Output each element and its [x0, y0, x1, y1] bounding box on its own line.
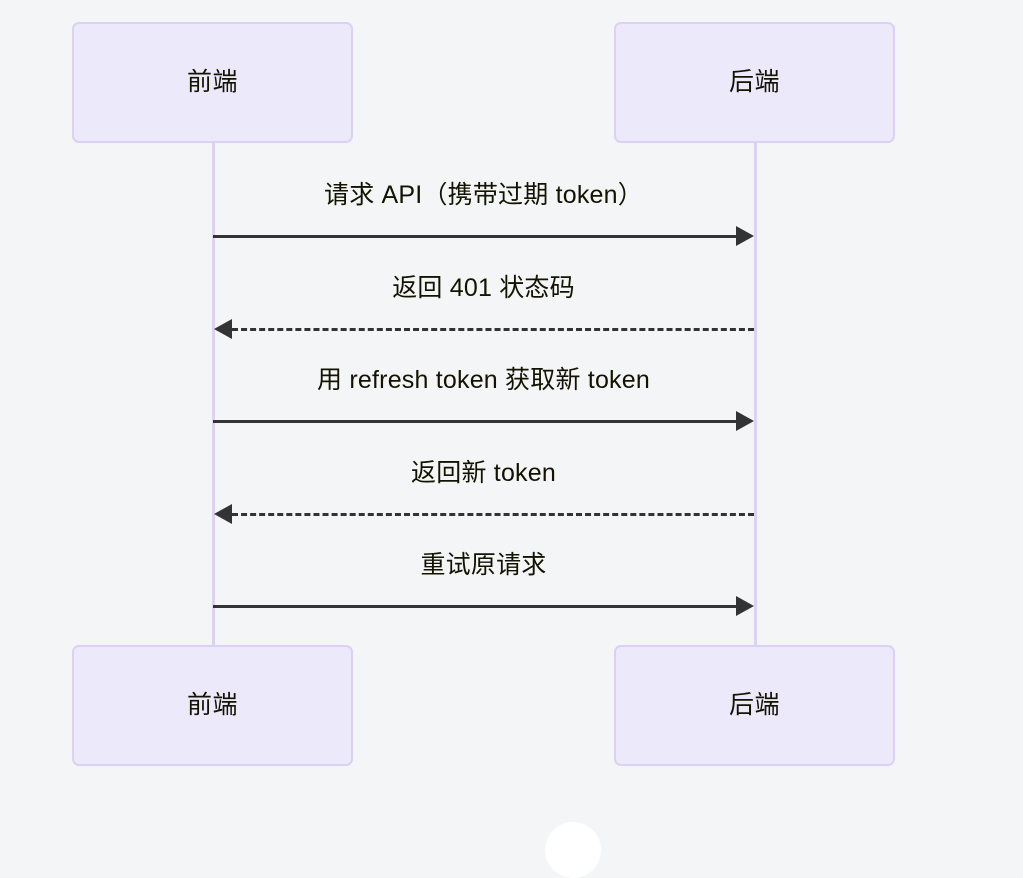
sequence-diagram-canvas: 前端 后端 请求 API（携带过期 token） 返回 401 状态码 用 re…: [72, 22, 895, 878]
participant-box-frontend-bottom[interactable]: 前端: [72, 645, 353, 766]
message-line-1: [213, 235, 736, 238]
lifeline-backend: [754, 143, 757, 645]
message-label-1: 请求 API（携带过期 token）: [324, 181, 643, 209]
message-arrowhead-4: [214, 504, 232, 524]
participant-label-frontend-top: 前端: [186, 68, 238, 96]
message-line-5: [213, 605, 736, 608]
lifeline-frontend: [212, 143, 215, 645]
participant-box-backend-bottom[interactable]: 后端: [614, 645, 895, 766]
participant-label-backend-top: 后端: [728, 68, 780, 96]
message-label-5: 重试原请求: [420, 551, 547, 579]
message-arrowhead-5: [736, 596, 754, 616]
message-line-4: [232, 513, 754, 516]
participant-box-backend-top[interactable]: 后端: [614, 22, 895, 143]
participant-label-frontend-bottom: 前端: [186, 691, 238, 719]
participant-box-frontend-top[interactable]: 前端: [72, 22, 353, 143]
message-line-2: [232, 328, 754, 331]
message-label-2: 返回 401 状态码: [392, 274, 575, 302]
message-arrowhead-2: [214, 319, 232, 339]
message-arrowhead-1: [736, 226, 754, 246]
message-label-3: 用 refresh token 获取新 token: [317, 366, 650, 394]
participant-label-backend-bottom: 后端: [728, 691, 780, 719]
scroll-fab-button[interactable]: [545, 822, 601, 878]
message-line-3: [213, 420, 736, 423]
message-label-4: 返回新 token: [411, 459, 556, 487]
message-arrowhead-3: [736, 411, 754, 431]
